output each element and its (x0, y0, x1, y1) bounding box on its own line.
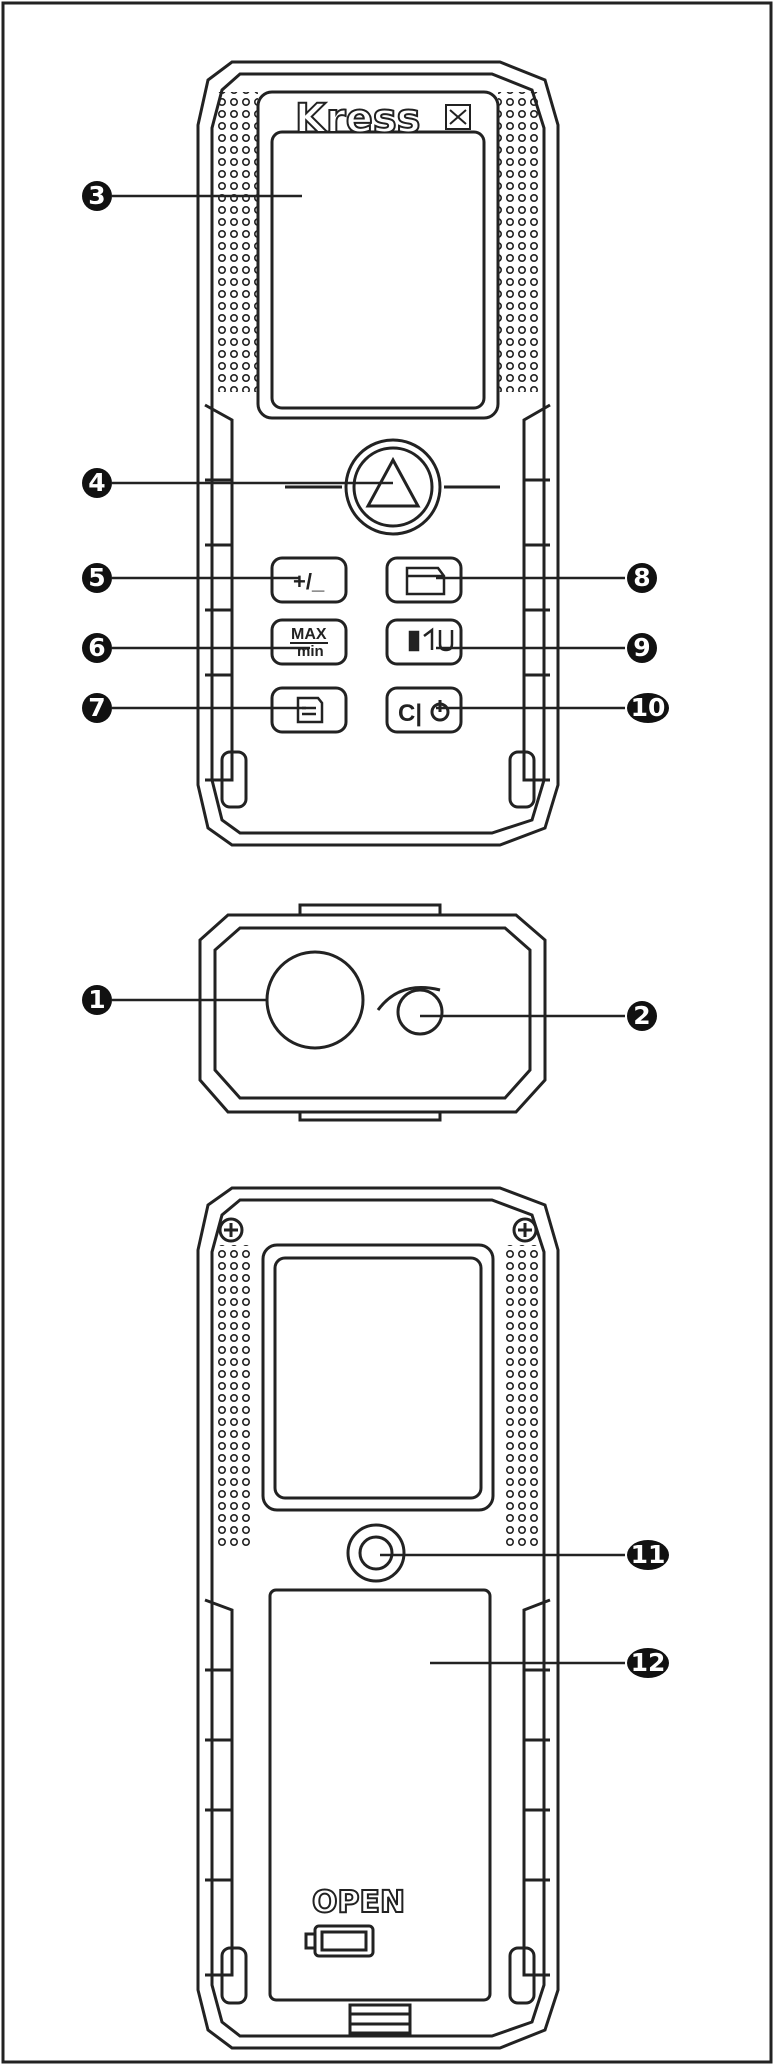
callout-6: 6 (82, 633, 112, 663)
display-screen (270, 130, 486, 410)
min-label: min (297, 643, 324, 660)
callout-number-11: 11 (631, 1540, 666, 1569)
front-view (196, 60, 560, 847)
back-left-grip-texture (214, 1245, 254, 1550)
callout-9: 9 (627, 633, 657, 663)
callout-number-6: 6 (88, 633, 105, 662)
plus-minus-label: +/_ (293, 569, 325, 594)
callout-1: 1 (82, 985, 112, 1015)
callout-5: 5 (82, 563, 112, 593)
callout-markers: 1 2 3 4 5 6 7 8 (82, 181, 669, 1678)
back-window-bezel (261, 1243, 495, 1512)
memory-button (270, 686, 348, 734)
callout-number-12: 12 (631, 1648, 666, 1677)
right-grip-texture (498, 92, 538, 392)
callout-number-5: 5 (88, 563, 105, 592)
clear-label: C| (398, 700, 422, 727)
receiver-lens (396, 988, 444, 1036)
unit-reference-button (385, 618, 463, 666)
callout-number-8: 8 (633, 563, 650, 592)
open-label: OPEN (312, 1885, 405, 1920)
callout-number-7: 7 (88, 693, 105, 722)
unit-reference-icon (408, 627, 454, 652)
back-view (196, 1186, 560, 2050)
area-volume-icon (405, 566, 446, 596)
power-icon (430, 700, 450, 722)
battery-cover (268, 1588, 492, 2002)
callout-number-10: 10 (631, 693, 666, 722)
back-left-screw (218, 1217, 244, 1243)
callout-3: 3 (82, 181, 112, 211)
callout-8: 8 (627, 563, 657, 593)
back-left-foot-slot (220, 1946, 248, 2005)
callout-number-1: 1 (88, 985, 105, 1014)
callout-number-9: 9 (633, 633, 650, 662)
area-volume-button (385, 556, 463, 604)
callout-10: 10 (627, 693, 669, 723)
back-window (273, 1256, 483, 1500)
callout-number-4: 4 (88, 468, 105, 497)
plus-minus-button (270, 556, 348, 604)
back-right-grip-texture (502, 1245, 542, 1550)
left-foot-slot (220, 750, 248, 809)
callout-number-2: 2 (633, 1001, 650, 1030)
callout-11: 11 (627, 1540, 669, 1570)
brand-logo-mark (445, 104, 471, 130)
measure-button (344, 438, 442, 536)
callout-lines (112, 194, 625, 1665)
right-foot-slot (508, 750, 536, 809)
battery-latch (348, 2003, 412, 2035)
callout-12: 12 (627, 1648, 669, 1678)
back-right-foot-slot (508, 1946, 536, 2005)
back-right-screw (512, 1217, 538, 1243)
display-bezel (256, 90, 500, 420)
callout-7: 7 (82, 693, 112, 723)
left-grip-texture (218, 92, 258, 392)
top-view (198, 903, 547, 1122)
tripod-thread (346, 1523, 406, 1583)
max-label: MAX (291, 626, 327, 643)
callout-2: 2 (627, 1001, 657, 1031)
callout-4: 4 (82, 468, 112, 498)
callout-number-3: 3 (88, 181, 105, 210)
brand-logo: Kress (295, 96, 420, 142)
laser-lens (265, 950, 365, 1050)
